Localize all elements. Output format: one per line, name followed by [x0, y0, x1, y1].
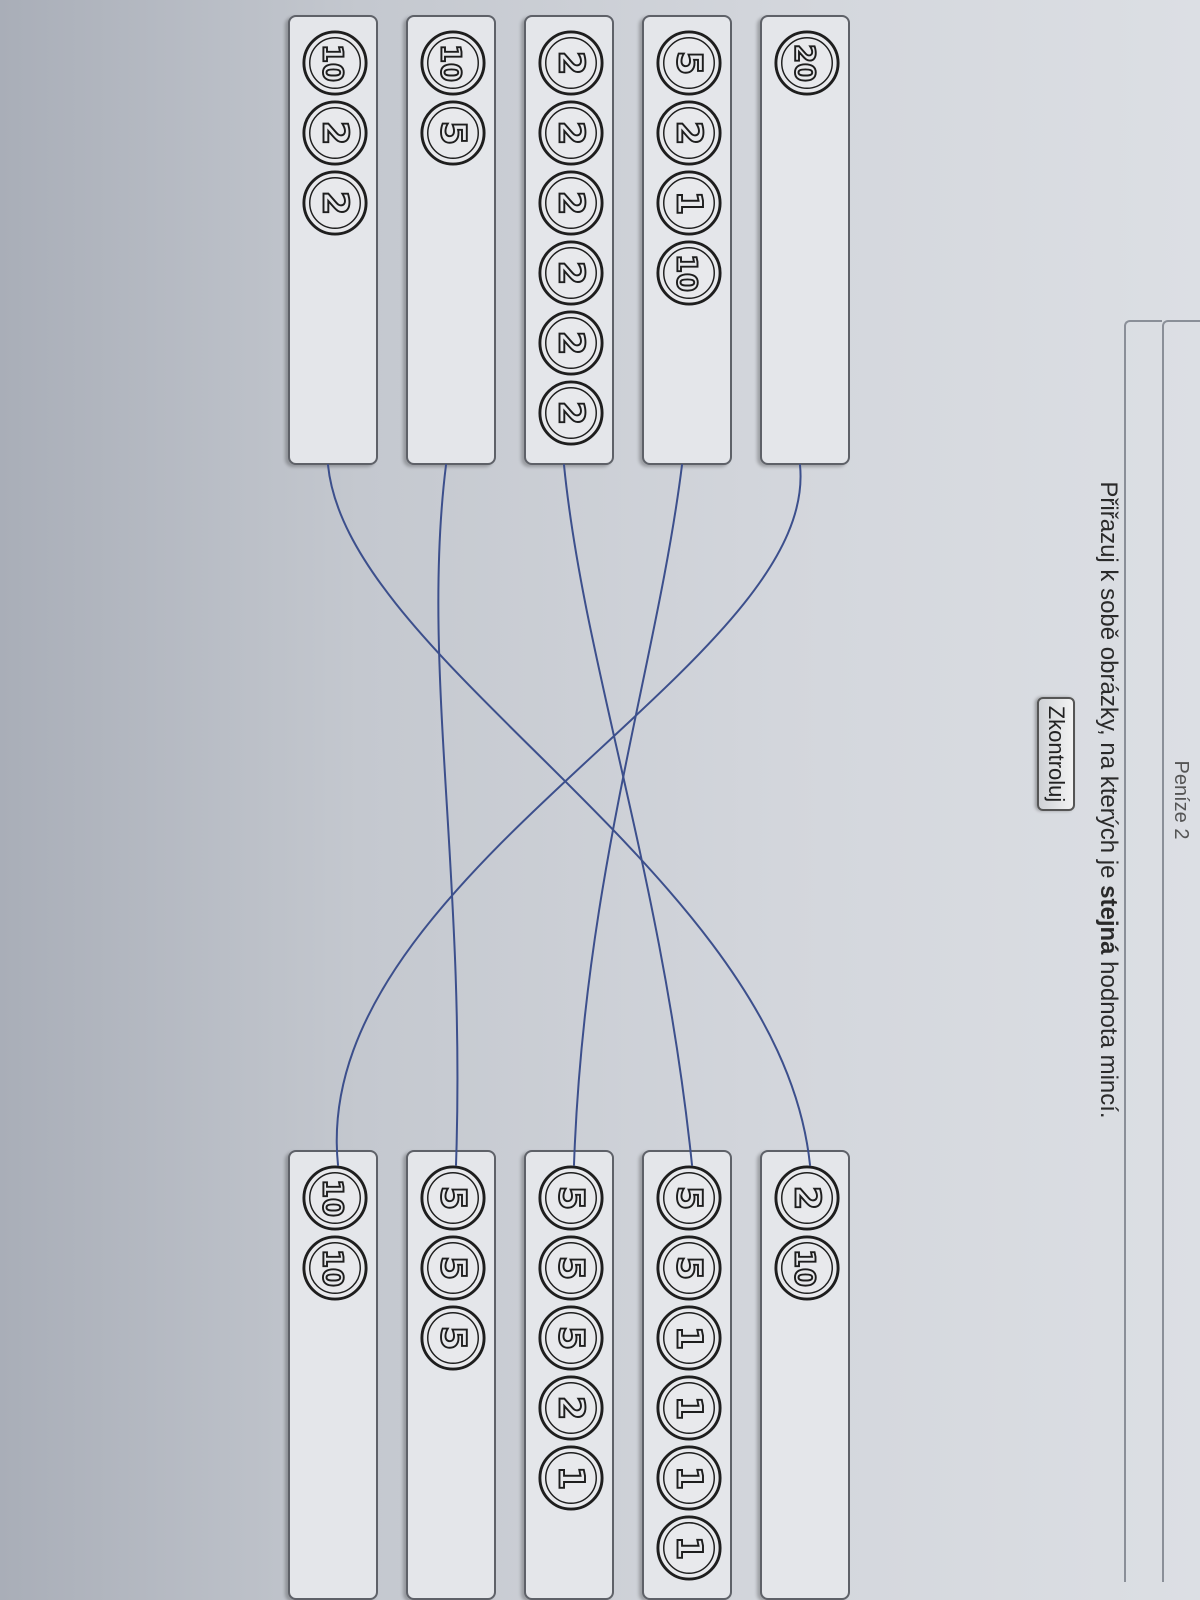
left-card-3[interactable]: 2 2 2 2 2 2: [524, 15, 614, 465]
coin-20-icon: 20: [769, 29, 842, 97]
coin-value: 1: [669, 191, 709, 215]
coin-value: 5: [669, 1256, 709, 1280]
coin-value: 5: [551, 1186, 591, 1210]
instruction-before: Přiřazuj k sobě obrázky, na kterých je: [1095, 481, 1122, 886]
coin-2-icon: 2: [533, 309, 606, 377]
right-card-2[interactable]: 5 5 1 1 1 1: [642, 1150, 732, 1600]
coin-value: 10: [317, 1249, 348, 1287]
coin-2-icon: 2: [297, 169, 370, 237]
coin-value: 5: [433, 121, 473, 145]
coin-value: 2: [551, 191, 591, 215]
coin-2-icon: 2: [297, 99, 370, 167]
coin-value: 2: [551, 401, 591, 425]
right-card-5[interactable]: 10 10: [288, 1150, 378, 1600]
coin-5-icon: 5: [415, 1164, 488, 1232]
coin-10-icon: 10: [651, 239, 724, 307]
coin-value: 10: [671, 254, 702, 292]
coin-2-icon: 2: [533, 1374, 606, 1442]
coin-2-icon: 2: [533, 379, 606, 447]
right-card-3[interactable]: 5 5 5 2 1: [524, 1150, 614, 1600]
coin-5-icon: 5: [415, 1304, 488, 1372]
coin-value: 2: [551, 1396, 591, 1420]
right-card-1[interactable]: 2 10: [760, 1150, 850, 1600]
coin-value: 5: [669, 1186, 709, 1210]
coin-value: 5: [433, 1186, 473, 1210]
instruction-after: hodnota mincí.: [1095, 954, 1122, 1119]
coin-2-icon: 2: [651, 99, 724, 167]
pen-line-2: [573, 464, 683, 1166]
coin-value: 5: [669, 51, 709, 75]
coin-value: 10: [317, 44, 348, 82]
check-button[interactable]: Zkontroluj: [1037, 697, 1075, 811]
pen-line-3: [563, 464, 693, 1166]
coin-value: 5: [433, 1256, 473, 1280]
coin-2-icon: 2: [533, 239, 606, 307]
coin-5-icon: 5: [533, 1164, 606, 1232]
coin-1-icon: 1: [651, 1374, 724, 1442]
coin-value: 1: [669, 1396, 709, 1420]
coin-5-icon: 5: [415, 1234, 488, 1302]
coin-value: 1: [669, 1326, 709, 1350]
coin-value: 1: [551, 1466, 591, 1490]
coin-10-icon: 10: [297, 29, 370, 97]
coin-value: 2: [315, 191, 355, 215]
right-card-4[interactable]: 5 5 5: [406, 1150, 496, 1600]
coin-10-icon: 10: [415, 29, 488, 97]
coin-5-icon: 5: [651, 29, 724, 97]
coin-value: 2: [551, 51, 591, 75]
coin-5-icon: 5: [533, 1304, 606, 1372]
coin-1-icon: 1: [651, 169, 724, 237]
coin-2-icon: 2: [533, 29, 606, 97]
coin-value: 10: [435, 44, 466, 82]
coin-10-icon: 10: [297, 1234, 370, 1302]
coin-2-icon: 2: [533, 169, 606, 237]
coin-value: 1: [669, 1466, 709, 1490]
coin-value: 20: [789, 44, 820, 82]
coin-2-icon: 2: [769, 1164, 842, 1232]
left-card-4[interactable]: 10 5: [406, 15, 496, 465]
coin-5-icon: 5: [651, 1234, 724, 1302]
coin-value: 2: [669, 121, 709, 145]
coin-1-icon: 1: [533, 1444, 606, 1512]
header-frame-lower: [1124, 320, 1162, 1582]
coin-1-icon: 1: [651, 1444, 724, 1512]
instruction-bold: stejná: [1095, 885, 1122, 955]
coin-value: 2: [551, 331, 591, 355]
coin-5-icon: 5: [651, 1164, 724, 1232]
coin-value: 2: [551, 261, 591, 285]
left-card-5[interactable]: 10 2 2: [288, 15, 378, 465]
coin-2-icon: 2: [533, 99, 606, 167]
coin-value: 1: [669, 1536, 709, 1560]
pen-line-4: [437, 464, 459, 1166]
coin-5-icon: 5: [533, 1234, 606, 1302]
coin-value: 2: [315, 121, 355, 145]
left-card-2[interactable]: 5 2 1 10: [642, 15, 732, 465]
coin-value: 10: [317, 1179, 348, 1217]
coin-value: 10: [789, 1249, 820, 1287]
pen-line-1: [335, 464, 802, 1166]
header-frame: [1162, 320, 1200, 1582]
coin-value: 2: [787, 1186, 827, 1210]
coin-value: 5: [551, 1256, 591, 1280]
coin-1-icon: 1: [651, 1304, 724, 1372]
coin-5-icon: 5: [415, 99, 488, 167]
coin-value: 5: [551, 1326, 591, 1350]
coin-10-icon: 10: [769, 1234, 842, 1302]
left-card-1[interactable]: 20: [760, 15, 850, 465]
coin-1-icon: 1: [651, 1514, 724, 1582]
coin-10-icon: 10: [297, 1164, 370, 1232]
instruction-text: Přiřazuj k sobě obrázky, na kterých je s…: [1094, 370, 1122, 1230]
page-title: Peníze 2: [1170, 760, 1192, 840]
coin-value: 5: [433, 1326, 473, 1350]
coin-value: 2: [551, 121, 591, 145]
pen-line-5: [327, 464, 811, 1166]
